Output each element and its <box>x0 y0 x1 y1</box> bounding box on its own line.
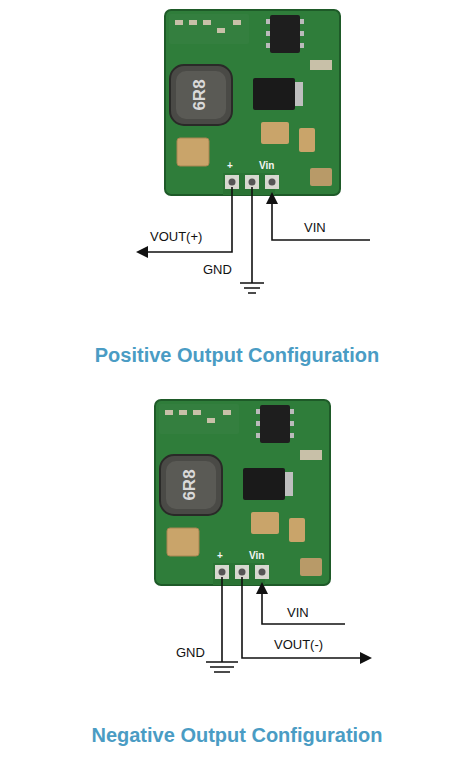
signal-name: VIN <box>304 221 326 235</box>
pin-label: Vin <box>249 550 264 561</box>
inductor-marking: 6R8 <box>181 469 200 500</box>
signal-name: GND <box>176 646 205 660</box>
pin-label: + <box>217 550 223 561</box>
pin-label: Vin <box>259 160 274 171</box>
signal-name: GND <box>203 263 232 277</box>
signal-name: VOUT(-) <box>274 638 323 652</box>
arrowheads <box>136 192 372 664</box>
pcb-module <box>155 400 330 585</box>
inductor-marking: 6R8 <box>191 79 210 110</box>
signal-name: VOUT(+) <box>150 230 202 244</box>
pin-label: + <box>227 160 233 171</box>
caption: Negative Output Configuration <box>0 724 474 746</box>
wiring <box>146 187 370 672</box>
pcb-module <box>165 10 340 195</box>
caption: Positive Output Configuration <box>0 344 474 366</box>
signal-name: VIN <box>287 606 309 620</box>
